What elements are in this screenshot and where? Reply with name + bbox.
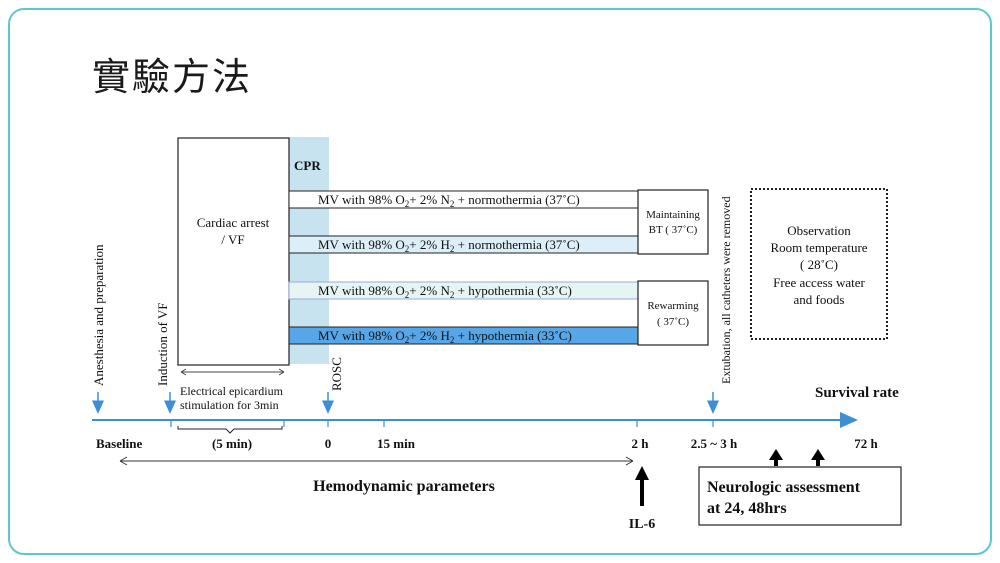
- epicardium-label-2: stimulation for 3min: [180, 398, 279, 412]
- maintaining-label-1: Maintaining: [646, 209, 700, 221]
- observation-line-1: Observation: [787, 223, 851, 238]
- slide-title: 實驗方法: [92, 55, 253, 99]
- five-min-brace: [177, 426, 283, 434]
- il6-arrow-head: [635, 466, 649, 480]
- row-3-text: MV with 98% O2+ 2% N2 + hypothermia (33˚…: [318, 283, 572, 300]
- rewarming-label-2: ( 37˚C): [657, 316, 689, 328]
- observation-line-4: Free access water: [773, 275, 865, 290]
- rosc-label: ROSC: [329, 357, 344, 391]
- extub-tick-label: 2.5 ~ 3 h: [691, 436, 738, 451]
- stimulation-span-arrows: [180, 368, 285, 376]
- seventy-two-h-tick-label: 72 h: [854, 436, 878, 451]
- il6-label: IL-6: [629, 517, 655, 532]
- neuro-arrow-24-head: [769, 449, 783, 460]
- cardiac-arrest-label-2: / VF: [221, 232, 244, 247]
- neurologic-label-2: at 24, 48hrs: [707, 500, 787, 517]
- neuro-arrow-48-head: [811, 449, 825, 460]
- maintaining-box: [637, 189, 709, 255]
- fifteen-min-tick-label: 15 min: [377, 436, 416, 451]
- hemodynamic-label: Hemodynamic parameters: [313, 478, 495, 495]
- observation-line-3: ( 28˚C): [800, 257, 838, 272]
- observation-line-2: Room temperature: [770, 240, 867, 255]
- five-min-tick-label: (5 min): [212, 436, 252, 451]
- row-2-text: MV with 98% O2+ 2% H2 + normothermia (37…: [318, 237, 580, 254]
- extubation-label: Extubation, all catheters were removed: [719, 196, 733, 384]
- cpr-label: CPR: [294, 158, 321, 173]
- two-h-tick-label: 2 h: [632, 436, 650, 451]
- rewarming-label-1: Rewarming: [647, 300, 699, 312]
- cardiac-arrest-label-1: Cardiac arrest: [197, 215, 270, 230]
- maintaining-label-2: BT ( 37˚C): [649, 224, 698, 236]
- row-1-text: MV with 98% O2+ 2% N2 + normothermia (37…: [318, 192, 580, 209]
- baseline-tick-label: Baseline: [96, 436, 142, 451]
- cardiac-arrest-box: [177, 137, 290, 366]
- survival-rate-label: Survival rate: [815, 385, 899, 401]
- anesthesia-label: Anesthesia and preparation: [91, 244, 106, 386]
- epicardium-label-1: Electrical epicardium: [180, 384, 284, 398]
- neurologic-box: [698, 466, 902, 526]
- observation-box: [750, 188, 888, 340]
- observation-line-5: and foods: [794, 292, 845, 307]
- zero-tick-label: 0: [325, 436, 332, 451]
- rewarming-box: [637, 280, 709, 346]
- hemodynamic-span-arrows: [119, 456, 634, 466]
- row-4-text: MV with 98% O2+ 2% H2 + hypothermia (33˚…: [318, 328, 572, 345]
- timeline-ticks: [170, 420, 714, 427]
- induction-label: Induction of VF: [155, 302, 170, 386]
- neurologic-label-1: Neurologic assessment: [707, 479, 861, 496]
